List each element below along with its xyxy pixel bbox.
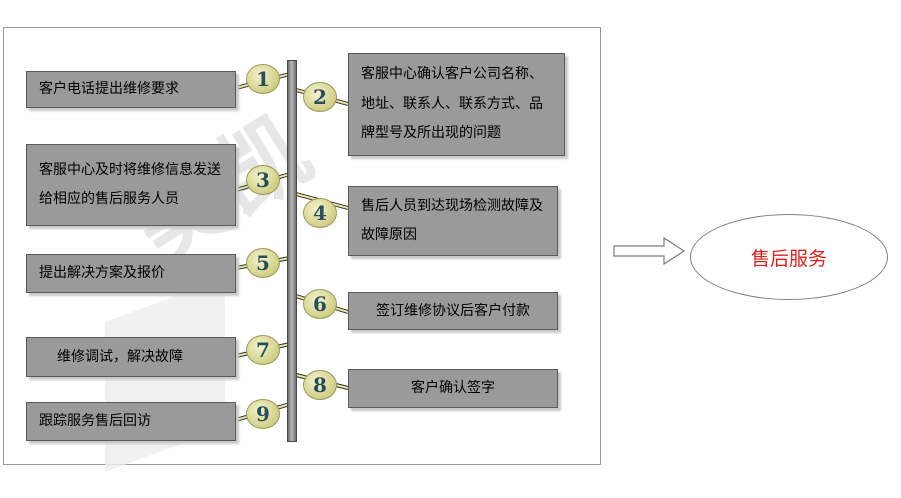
step-number-9: 9 <box>246 399 280 429</box>
step-text-5: 提出解决方案及报价 <box>39 265 165 282</box>
step-text-7: 维修调试，解决故障 <box>57 348 183 365</box>
step-box-4: 售后人员到达现场检测故障及故障原因 <box>348 186 558 256</box>
step-number-4: 4 <box>303 198 337 228</box>
step-number-1: 1 <box>246 64 280 94</box>
step-number-5: 5 <box>246 248 280 278</box>
step-box-5: 提出解决方案及报价 <box>26 254 236 293</box>
step-box-7: 维修调试，解决故障 <box>26 337 236 377</box>
step-box-8: 客户确认签字 <box>348 369 558 408</box>
step-box-6: 签订维修协议后客户付款 <box>348 292 558 330</box>
step-number-2: 2 <box>303 82 337 112</box>
step-box-9: 跟踪服务售后回访 <box>26 402 236 441</box>
step-text-8: 客户确认签字 <box>411 380 495 397</box>
step-number-3: 3 <box>246 165 280 195</box>
step-text-3: 客服中心及时将维修信息发送给相应的售后服务人员 <box>39 161 221 207</box>
timeline-spine <box>287 60 297 442</box>
step-number-6: 6 <box>303 289 337 319</box>
step-box-2: 客服中心确认客户公司名称、地址、联系人、联系方式、品牌型号及所出现的问题 <box>348 53 565 156</box>
step-number-7: 7 <box>246 335 280 365</box>
step-box-1: 客户电话提出维修要求 <box>26 71 236 108</box>
step-text-4: 售后人员到达现场检测故障及故障原因 <box>361 197 543 243</box>
after-sales-service-ellipse: 售后服务 <box>690 214 888 300</box>
step-text-6: 签订维修协议后客户付款 <box>376 302 530 319</box>
step-text-2: 客服中心确认客户公司名称、地址、联系人、联系方式、品牌型号及所出现的问题 <box>361 66 543 142</box>
step-text-9: 跟踪服务售后回访 <box>39 413 151 430</box>
step-box-3: 客服中心及时将维修信息发送给相应的售后服务人员 <box>26 144 236 226</box>
step-text-1: 客户电话提出维修要求 <box>39 81 179 98</box>
step-number-8: 8 <box>303 370 337 400</box>
